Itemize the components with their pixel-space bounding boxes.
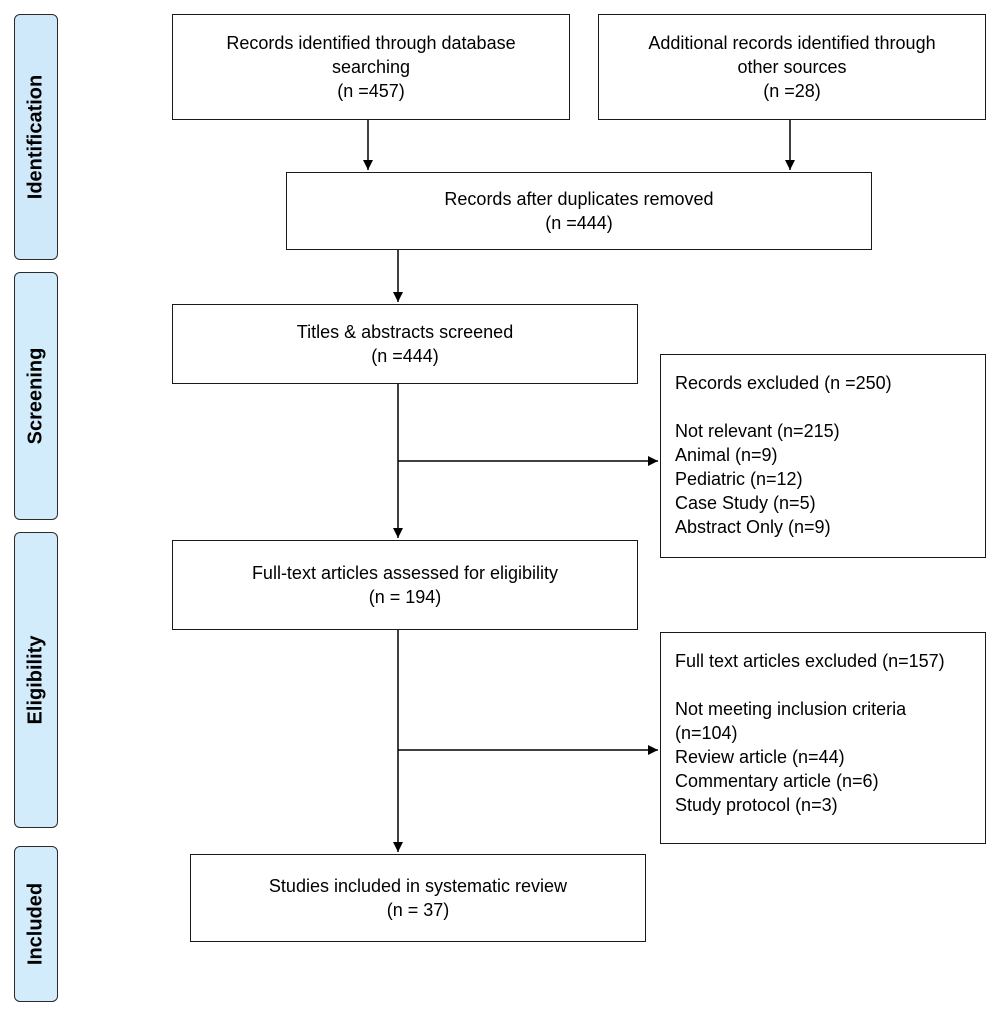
other-sources-box: Additional records identified through ot… [598, 14, 986, 120]
fulltext-excluded-item: Commentary article (n=6) [675, 771, 879, 791]
duplicates-removed-box: Records after duplicates removed (n =444… [286, 172, 872, 250]
fulltext-assessed-box: Full-text articles assessed for eligibil… [172, 540, 638, 630]
phase-screening: Screening [14, 272, 58, 520]
duplicates-removed-line-1: Records after duplicates removed [444, 189, 714, 209]
database-records-count: (n =457) [337, 81, 405, 101]
screened-count: (n =444) [371, 346, 439, 366]
other-sources-line-2: other sources [737, 57, 847, 77]
fulltext-assessed-count: (n = 194) [368, 587, 442, 607]
records-excluded-item: Case Study (n=5) [675, 493, 816, 513]
records-excluded-header: Records excluded (n =250) [675, 373, 892, 393]
screened-box: Titles & abstracts screened (n =444) [172, 304, 638, 384]
database-records-line-2: searching [331, 57, 411, 77]
phase-eligibility: Eligibility [14, 532, 58, 828]
records-excluded-box: Records excluded (n =250) Not relevant (… [660, 354, 986, 558]
other-sources-count: (n =28) [763, 81, 821, 101]
included-count: (n = 37) [386, 900, 450, 920]
duplicates-removed-count: (n =444) [545, 213, 613, 233]
records-excluded-item: Animal (n=9) [675, 445, 778, 465]
fulltext-excluded-item: Not meeting inclusion criteria [675, 699, 907, 719]
fulltext-excluded-item: (n=104) [675, 723, 738, 743]
fulltext-excluded-box: Full text articles excluded (n=157) Not … [660, 632, 986, 844]
fulltext-excluded-item: Study protocol (n=3) [675, 795, 838, 815]
other-sources-line-1: Additional records identified through [648, 33, 936, 53]
database-records-line-1: Records identified through database [226, 33, 516, 53]
fulltext-excluded-item: Review article (n=44) [675, 747, 845, 767]
phase-identification: Identification [14, 14, 58, 260]
records-excluded-item: Abstract Only (n=9) [675, 517, 831, 537]
fulltext-assessed-line-1: Full-text articles assessed for eligibil… [251, 563, 559, 583]
records-excluded-item: Not relevant (n=215) [675, 421, 840, 441]
screened-line-1: Titles & abstracts screened [296, 322, 514, 342]
fulltext-excluded-header: Full text articles excluded (n=157) [675, 651, 945, 671]
records-excluded-item: Pediatric (n=12) [675, 469, 803, 489]
included-line-1: Studies included in systematic review [268, 876, 568, 896]
included-box: Studies included in systematic review (n… [190, 854, 646, 942]
phase-included: Included [14, 846, 58, 1002]
database-records-box: Records identified through database sear… [172, 14, 570, 120]
